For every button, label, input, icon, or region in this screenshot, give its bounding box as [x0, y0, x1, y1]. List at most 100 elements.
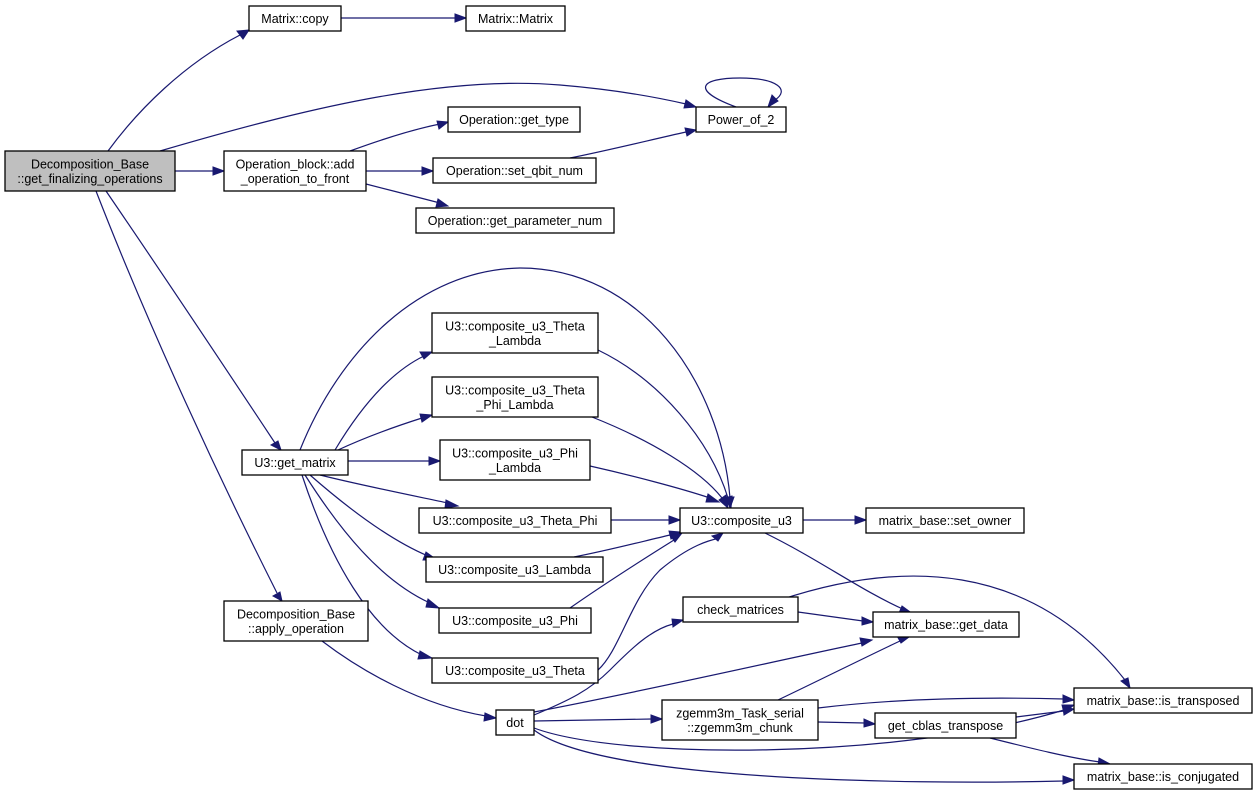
- arrowhead-icon: [710, 532, 725, 542]
- edge-line: [597, 349, 729, 499]
- node-label: matrix_base::is_transposed: [1087, 694, 1240, 708]
- node-cblas[interactable]: get_cblas_transpose: [874, 712, 1017, 739]
- node-label: matrix_base::set_owner: [879, 514, 1012, 528]
- node-box: [679, 507, 804, 534]
- node-isconj[interactable]: matrix_base::is_conjugated: [1073, 763, 1253, 790]
- edge-line: [777, 640, 901, 701]
- node-box: [874, 712, 1017, 739]
- arrowhead-icon: [684, 127, 698, 137]
- call-edge: [989, 737, 1112, 767]
- node-cl[interactable]: U3::composite_u3_Lambda: [425, 556, 604, 583]
- arrowhead-icon: [861, 616, 875, 626]
- node-label: ::zgemm3m_chunk: [687, 721, 793, 735]
- arrowhead-icon: [428, 456, 442, 466]
- edge-line: [1015, 710, 1065, 718]
- edge-line: [817, 721, 866, 724]
- node-label: Operation_block::add: [236, 157, 355, 171]
- node-label: Operation::get_parameter_num: [428, 214, 602, 228]
- node-label: Operation::set_qbit_num: [446, 164, 583, 178]
- edge-line: [159, 82, 687, 152]
- node-check[interactable]: check_matrices: [682, 596, 799, 623]
- node-label: U3::composite_u3: [691, 514, 792, 528]
- edge-line: [107, 34, 241, 152]
- call-edge: [569, 127, 698, 159]
- call-edge: [334, 351, 434, 451]
- call-edge: [105, 190, 282, 451]
- node-copy[interactable]: Matrix::copy: [248, 5, 342, 32]
- node-root[interactable]: Decomposition_Base::get_finalizing_opera…: [4, 150, 176, 192]
- call-edge: [797, 611, 875, 626]
- node-cu3[interactable]: U3::composite_u3: [679, 507, 804, 534]
- arrowhead-icon: [1062, 694, 1076, 704]
- node-setqbit[interactable]: Operation::set_qbit_num: [432, 157, 597, 184]
- call-edge: [366, 166, 435, 176]
- edge-line: [591, 416, 723, 499]
- arrowhead-icon: [1062, 706, 1076, 716]
- node-label: ::get_finalizing_operations: [17, 172, 162, 186]
- node-box: [241, 449, 349, 476]
- node-ct[interactable]: U3::composite_u3_Theta: [431, 657, 599, 684]
- node-box: [682, 596, 799, 623]
- arrowhead-icon: [1120, 677, 1131, 690]
- arrowhead-icon: [668, 515, 682, 525]
- node-label: U3::composite_u3_Theta_Phi: [433, 514, 598, 528]
- call-edge: [319, 474, 460, 509]
- node-ctl[interactable]: U3::composite_u3_Theta_Lambda: [431, 312, 599, 354]
- call-edge: [301, 474, 434, 660]
- node-label: U3::get_matrix: [254, 456, 336, 470]
- node-ctp[interactable]: U3::composite_u3_Theta_Phi: [418, 507, 612, 534]
- node-pow2[interactable]: Power_of_2: [695, 106, 787, 133]
- call-edge: [591, 416, 729, 510]
- arrowhead-icon: [425, 598, 441, 609]
- node-getparam[interactable]: Operation::get_parameter_num: [415, 207, 615, 234]
- node-gettype[interactable]: Operation::get_type: [447, 106, 581, 133]
- node-box: [431, 312, 599, 354]
- node-setowner[interactable]: matrix_base::set_owner: [865, 507, 1025, 534]
- call-edge: [175, 166, 226, 176]
- node-box: [495, 709, 535, 736]
- arrowhead-icon: [454, 13, 468, 23]
- edge-line: [334, 355, 425, 451]
- node-label: matrix_base::is_conjugated: [1087, 770, 1239, 784]
- node-dot[interactable]: dot: [495, 709, 535, 736]
- call-edge: [533, 637, 874, 713]
- node-applyop[interactable]: Decomposition_Base::apply_operation: [223, 600, 369, 642]
- call-edge: [589, 465, 721, 503]
- node-matrix[interactable]: Matrix::Matrix: [465, 5, 566, 32]
- call-edge: [107, 29, 250, 152]
- arrowhead-icon: [417, 650, 434, 660]
- node-cp[interactable]: U3::composite_u3_Phi: [438, 607, 592, 634]
- call-edge: [704, 77, 782, 109]
- arrowhead-icon: [269, 440, 282, 451]
- arrowhead-icon: [419, 351, 434, 360]
- arrowhead-icon: [854, 515, 868, 525]
- call-edge: [817, 694, 1076, 709]
- node-zgemm[interactable]: zgemm3m_Task_serial::zgemm3m_chunk: [661, 699, 819, 741]
- node-label: dot: [506, 716, 524, 730]
- arrowhead-icon: [435, 198, 450, 208]
- call-edge: [533, 714, 664, 724]
- node-label: U3::composite_u3_Theta: [445, 383, 585, 397]
- node-label: Decomposition_Base: [31, 157, 149, 171]
- node-istrans[interactable]: matrix_base::is_transposed: [1073, 687, 1253, 714]
- call-edge: [348, 456, 442, 466]
- edge-line: [337, 417, 423, 451]
- node-getmatrix[interactable]: U3::get_matrix: [241, 449, 349, 476]
- node-label: Matrix::copy: [261, 12, 329, 26]
- call-edge: [533, 729, 1076, 785]
- arrowhead-icon: [212, 166, 226, 176]
- arrowhead-icon: [859, 637, 874, 647]
- node-label: zgemm3m_Task_serial: [676, 706, 804, 720]
- node-label: get_cblas_transpose: [888, 719, 1003, 733]
- arrowhead-icon: [683, 99, 698, 109]
- edge-line: [105, 190, 276, 444]
- edge-line: [589, 465, 711, 499]
- node-getdata[interactable]: matrix_base::get_data: [872, 611, 1020, 638]
- node-ctpl[interactable]: U3::composite_u3_Theta_Phi_Lambda: [431, 376, 599, 418]
- node-cpl[interactable]: U3::composite_u3_Phi_Lambda: [439, 439, 591, 481]
- node-box: [872, 611, 1020, 638]
- node-addop[interactable]: Operation_block::add_operation_to_front: [223, 150, 367, 192]
- node-box: [425, 556, 604, 583]
- node-label: U3::composite_u3_Theta: [445, 664, 585, 678]
